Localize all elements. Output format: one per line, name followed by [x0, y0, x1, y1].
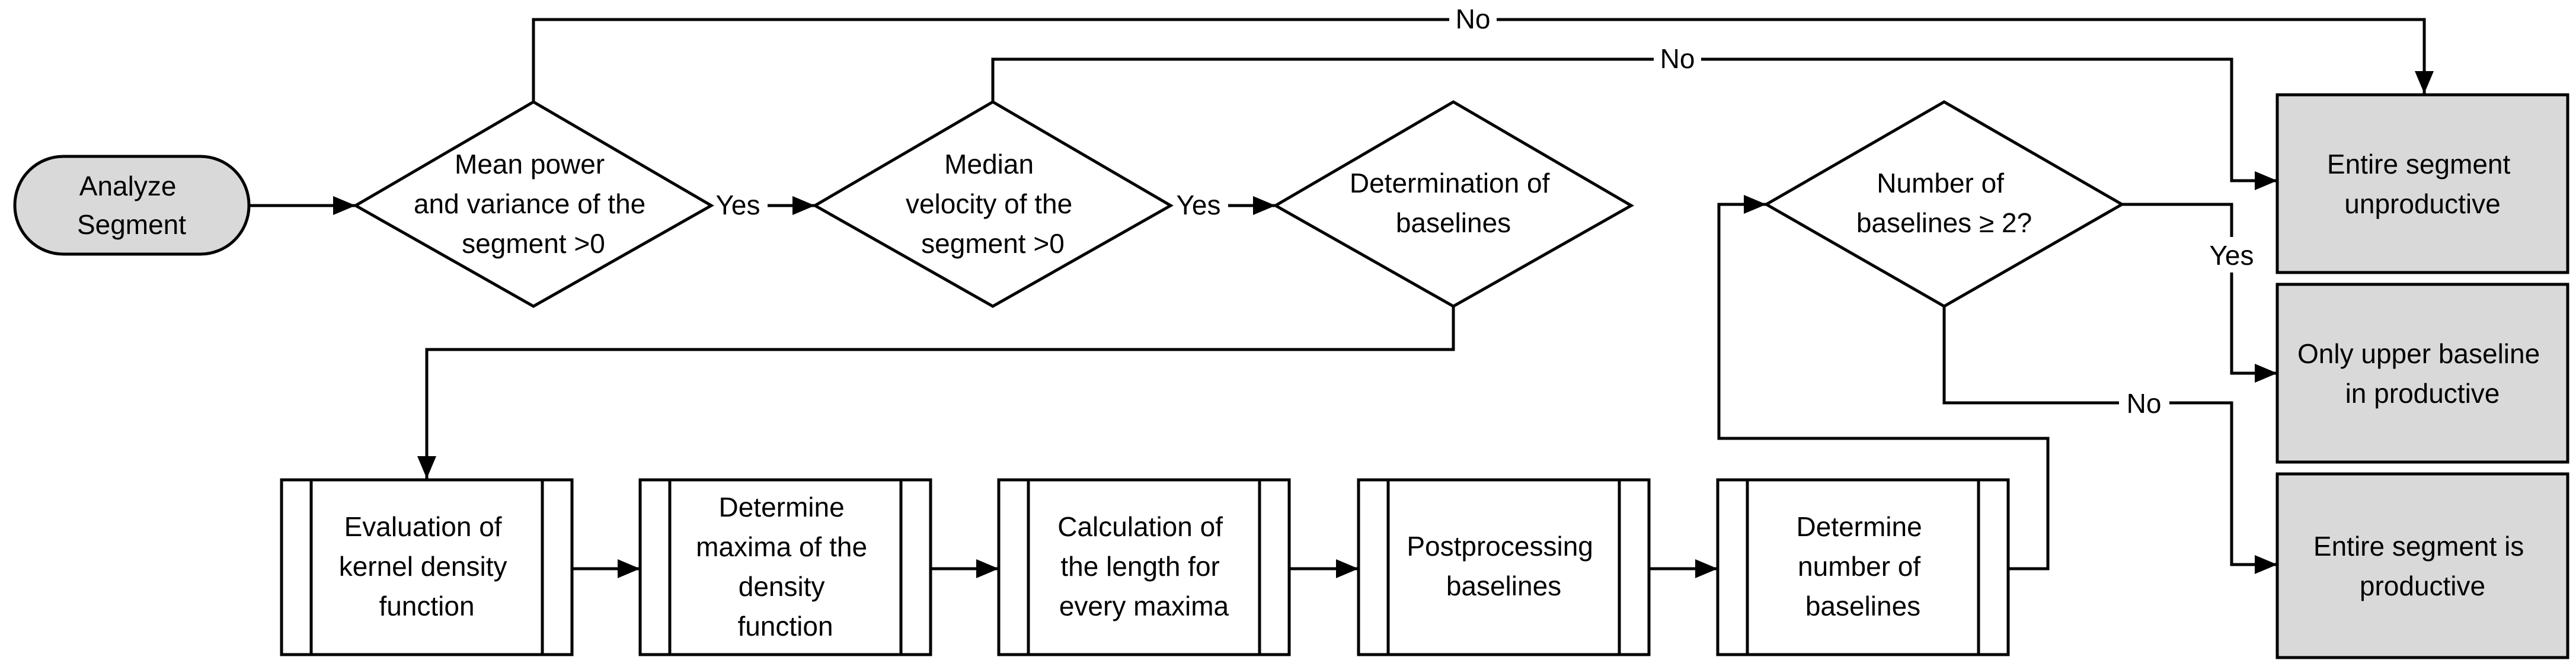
- edge-label-yes2: Yes: [1176, 190, 1220, 220]
- outcome-entire-productive: [2275, 472, 2569, 659]
- edge-d4-no-to-o3: [1942, 306, 2277, 574]
- outcome-entire-unproductive-label: Entire segment unproductive: [2327, 149, 2518, 219]
- process-determine-maxima-label: Determine maxima of the density function: [696, 492, 875, 642]
- edge-label-bg: [1654, 43, 1701, 77]
- edge-d3-to-p1: [417, 306, 1455, 479]
- start-label: Analyze Segment: [77, 171, 186, 240]
- edge-d2-no-to-o1: [991, 57, 2277, 190]
- process-kernel-density: [280, 478, 574, 656]
- decision-median-velocity: [811, 100, 1174, 308]
- outcome-upper-baseline-label: Only upper baseline in productive: [2297, 338, 2548, 409]
- outcome-entire-unproductive: [2275, 93, 2569, 274]
- process-calc-length-label: Calculation of the length for every maxi…: [1057, 511, 1231, 621]
- edge-label-no-d4: No: [2127, 388, 2162, 419]
- process-postprocessing: [1357, 478, 1651, 656]
- edge-label-bg: [2199, 237, 2264, 273]
- outcome-upper-baseline: [2275, 283, 2569, 464]
- edge-label-yes1: Yes: [715, 190, 760, 220]
- process-calc-length: [997, 478, 1291, 656]
- edge-p5-to-d4: [1717, 195, 2050, 570]
- start-terminal: [13, 155, 251, 256]
- decision-number-label: Number of baselines ≥ 2?: [1856, 168, 2032, 238]
- edge-label-no-top: No: [1456, 4, 1491, 34]
- edge-label-no-second: No: [1660, 43, 1695, 74]
- outcome-entire-productive-label: Entire segment is productive: [2313, 531, 2532, 601]
- decision-determination-baselines: [1272, 100, 1635, 308]
- decision-mean-power-label: Mean power and variance of the segment >…: [414, 149, 653, 259]
- edge-label-bg: [1169, 187, 1228, 222]
- decision-determination-label: Determination of baselines: [1350, 168, 1557, 238]
- decision-mean-power: [352, 100, 715, 308]
- process-postprocessing-label: Postprocessing baselines: [1407, 531, 1600, 601]
- edge-label-bg: [708, 187, 768, 222]
- decision-median-velocity-label: Median velocity of the segment >0: [906, 149, 1080, 259]
- process-determine-number-label: Determine number of baselines: [1797, 511, 1930, 621]
- edge-d4-yes-to-o2: [2122, 203, 2277, 383]
- edge-label-bg: [1449, 3, 1497, 37]
- edge-label-bg: [2119, 386, 2169, 421]
- edge-label-yes-d4: Yes: [2209, 240, 2254, 271]
- decision-number-baselines: [1763, 100, 2126, 308]
- process-determine-maxima: [638, 478, 932, 656]
- process-determine-number: [1716, 478, 2010, 656]
- process-kernel-density-label: Evaluation of kernel density function: [339, 511, 515, 621]
